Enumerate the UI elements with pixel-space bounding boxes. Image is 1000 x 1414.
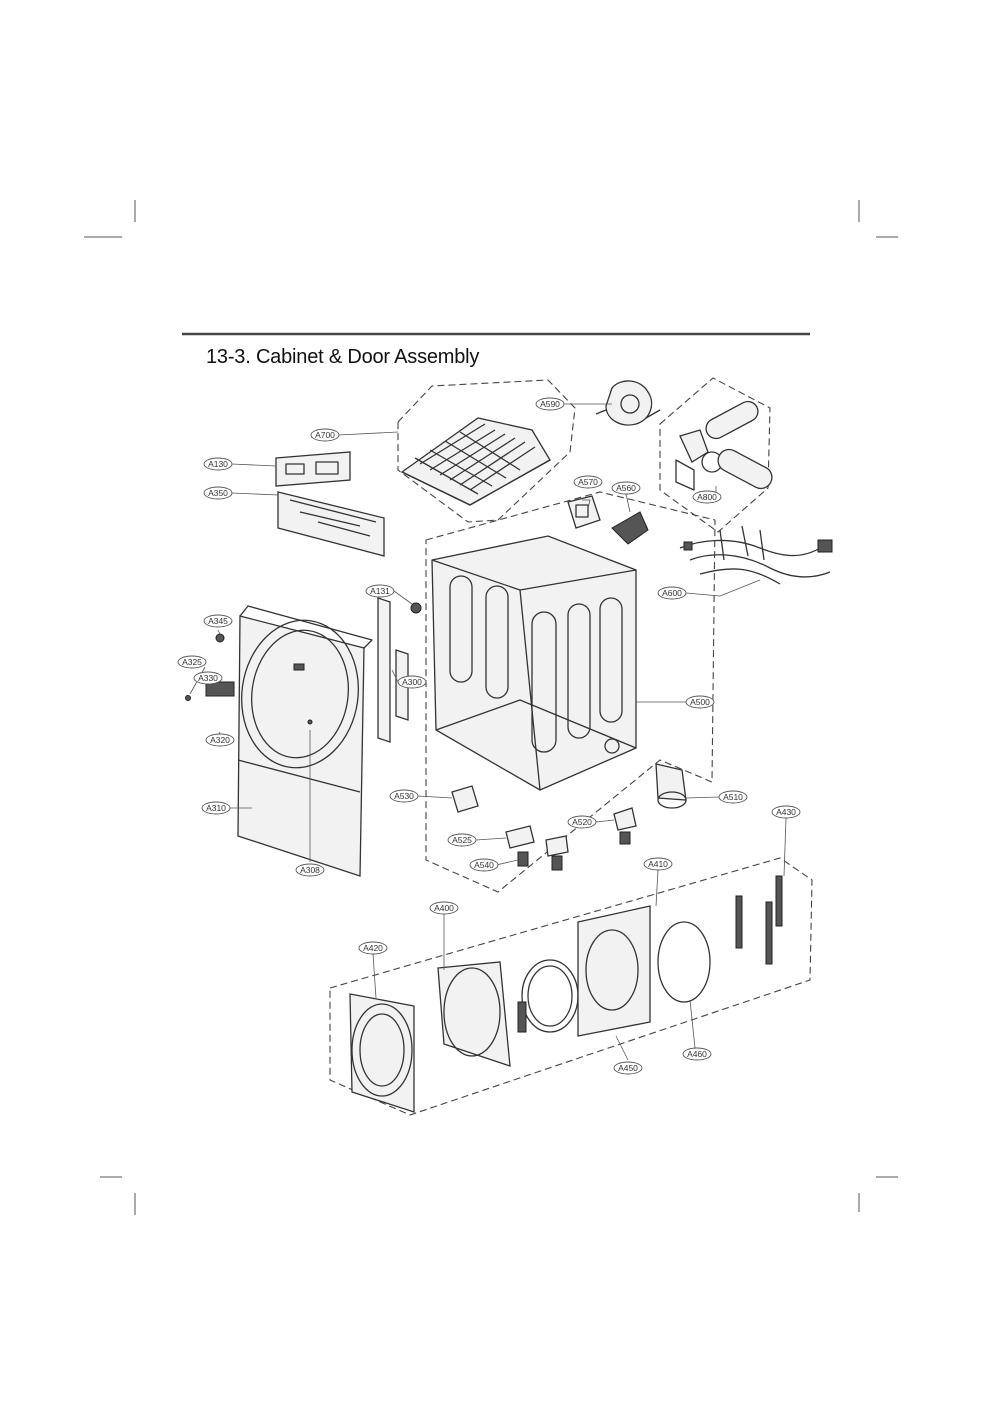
- part-a350-panel-frame: [277, 491, 385, 557]
- svg-text:A510: A510: [723, 792, 743, 802]
- section-title: 13-3. Cabinet & Door Assembly: [206, 346, 480, 368]
- callout-a420: A420: [358, 941, 388, 955]
- callout-a510: A510: [718, 790, 748, 804]
- callout-a310: A310: [201, 801, 231, 815]
- svg-text:A310: A310: [206, 803, 226, 813]
- callout-a560: A560: [611, 481, 641, 495]
- part-a590-housing: [595, 380, 661, 426]
- callout-a450: A450: [613, 1061, 643, 1075]
- part-a400-door-inner: [437, 961, 511, 1067]
- part-a540-leg: [517, 851, 563, 871]
- callout-a400: A400: [429, 901, 459, 915]
- part-a800-duct: [675, 400, 773, 491]
- svg-text:A345: A345: [208, 616, 228, 626]
- part-a700-grill: [400, 417, 551, 506]
- callout-a570: A570: [573, 475, 603, 489]
- part-a450-frame-plate: [577, 905, 651, 1037]
- callout-a131: A131: [365, 584, 395, 598]
- svg-text:A540: A540: [474, 860, 494, 870]
- svg-text:A350: A350: [208, 488, 228, 498]
- svg-text:A600: A600: [662, 588, 682, 598]
- callout-a350: A350: [203, 486, 233, 500]
- callout-a590: A590: [535, 397, 565, 411]
- svg-text:A131: A131: [370, 586, 390, 596]
- part-a525-bracket: [505, 825, 569, 857]
- part-a510-vent: [655, 763, 687, 809]
- callout-a300: A300: [397, 675, 427, 689]
- svg-text:A330: A330: [198, 673, 218, 683]
- callout-a130: A130: [203, 457, 233, 471]
- svg-text:A460: A460: [687, 1049, 707, 1059]
- part-a600-harness: [679, 525, 833, 585]
- svg-text:A530: A530: [394, 791, 414, 801]
- part-a131-knob: [410, 602, 422, 614]
- svg-text:A500: A500: [690, 697, 710, 707]
- callout-labels: A590 A700 A130 A350 A570 A560: [177, 397, 801, 1075]
- svg-text:A590: A590: [540, 399, 560, 409]
- leader-lines: [189, 403, 787, 1061]
- callout-a460: A460: [682, 1047, 712, 1061]
- callout-a308: A308: [295, 863, 325, 877]
- callout-a345: A345: [203, 614, 233, 628]
- svg-text:A800: A800: [697, 492, 717, 502]
- crop-marks: [84, 200, 898, 1215]
- part-a500-cabinet: [431, 535, 637, 791]
- svg-text:A300: A300: [402, 677, 422, 687]
- callout-a520: A520: [567, 815, 597, 829]
- callout-a525: A525: [447, 833, 477, 847]
- callout-a320: A320: [205, 733, 235, 747]
- svg-text:A525: A525: [452, 835, 472, 845]
- svg-text:A520: A520: [572, 817, 592, 827]
- callout-a540: A540: [469, 858, 499, 872]
- part-door-ring: [521, 959, 579, 1033]
- part-a520-bracket: [613, 807, 637, 845]
- svg-text:A450: A450: [618, 1063, 638, 1073]
- callout-a600: A600: [657, 586, 687, 600]
- callout-a430: A430: [771, 805, 801, 819]
- part-a560-bracket: [611, 511, 649, 545]
- part-a345-bumper: [215, 633, 225, 643]
- callout-a700: A700: [310, 428, 340, 442]
- dashed-group-outlines: [329, 377, 813, 1116]
- part-a300-brackets: [377, 597, 409, 743]
- callout-a410: A410: [643, 857, 673, 871]
- svg-text:A325: A325: [182, 657, 202, 667]
- part-a420-door-outer: [349, 993, 415, 1113]
- part-a530-bracket: [451, 785, 479, 813]
- callout-a330: A330: [193, 671, 223, 685]
- svg-text:A430: A430: [776, 807, 796, 817]
- svg-text:A308: A308: [300, 865, 320, 875]
- callout-a325: A325: [177, 655, 207, 669]
- svg-text:A560: A560: [616, 483, 636, 493]
- callout-a500: A500: [685, 695, 715, 709]
- svg-text:A420: A420: [363, 943, 383, 953]
- callout-a800: A800: [692, 490, 722, 504]
- svg-text:A400: A400: [434, 903, 454, 913]
- svg-text:A570: A570: [578, 477, 598, 487]
- part-a460-gasket: [657, 921, 711, 1003]
- callout-a530: A530: [389, 789, 419, 803]
- svg-text:A700: A700: [315, 430, 335, 440]
- part-a570-bracket: [567, 495, 601, 529]
- part-door-hinge: [517, 1001, 527, 1033]
- part-a430-hinges: [735, 875, 783, 965]
- svg-text:A410: A410: [648, 859, 668, 869]
- svg-text:A320: A320: [210, 735, 230, 745]
- part-a310-front-panel: [237, 605, 373, 877]
- part-a130-control-bracket: [275, 451, 351, 487]
- part-a325-screw: [185, 695, 191, 701]
- part-a330-latch: [205, 681, 235, 697]
- svg-text:A130: A130: [208, 459, 228, 469]
